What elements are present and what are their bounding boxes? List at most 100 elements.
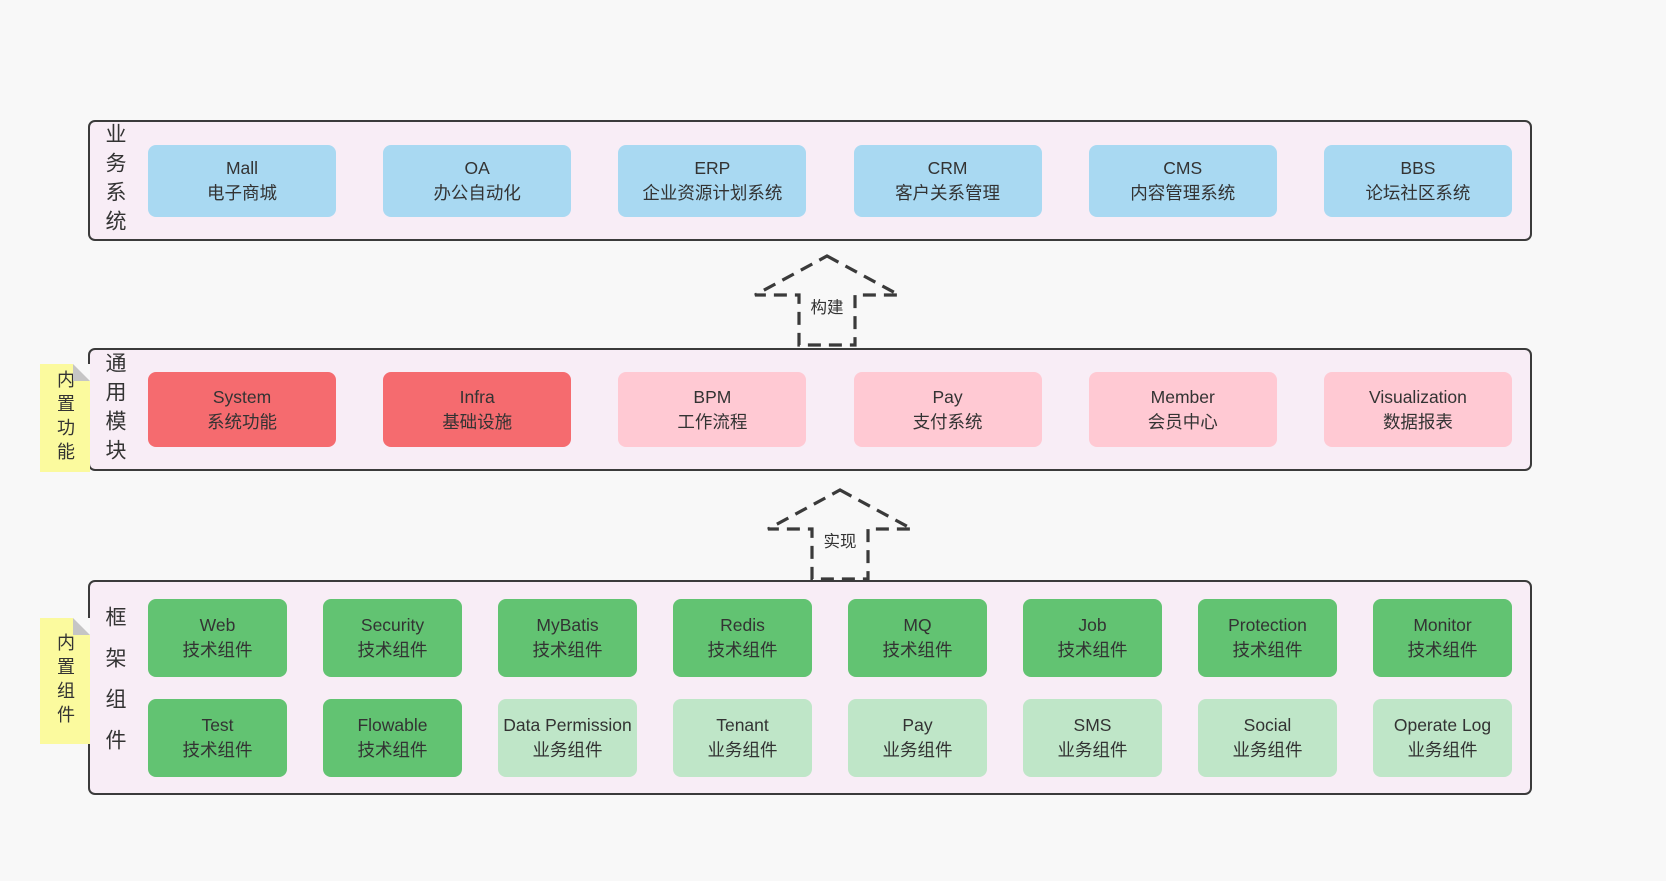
box-desc: 支付系统	[912, 411, 983, 432]
component-row-1: Web 技术组件 Security 技术组件 MyBatis 技术组件 Redi…	[148, 598, 1512, 677]
module-boxes: System 系统功能 Infra 基础设施 BPM 工作流程 Pay 支付系统…	[138, 372, 1530, 447]
box-name: Flowable	[357, 714, 428, 735]
box-oa: OA 办公自动化	[383, 144, 572, 217]
box-desc: 技术组件	[1407, 639, 1478, 660]
box-redis: Redis 技术组件	[673, 598, 812, 677]
box-name: Protection	[1228, 614, 1307, 635]
box-cms: CMS 内容管理系统	[1088, 144, 1277, 217]
box-bpm: BPM 工作流程	[618, 372, 807, 447]
band-components-label: 框架组件	[103, 605, 126, 770]
sticky-built-in-components: 内置组件	[40, 618, 90, 744]
box-flowable: Flowable 技术组件	[323, 698, 462, 777]
box-monitor: Monitor 技术组件	[1373, 598, 1512, 677]
box-desc: 技术组件	[1232, 639, 1303, 660]
box-desc: 内容管理系统	[1130, 182, 1236, 203]
sticky-built-in-features-label: 内置功能	[55, 370, 75, 466]
box-desc: 技术组件	[357, 739, 428, 760]
box-desc: 业务组件	[1057, 739, 1128, 760]
box-infra: Infra 基础设施	[383, 372, 572, 447]
arrow-implement-label: 实现	[820, 527, 860, 553]
arrow-implement: 实现	[765, 487, 915, 582]
box-desc: 电子商城	[207, 182, 277, 203]
box-name: Operate Log	[1393, 714, 1492, 735]
box-name: Web	[199, 614, 236, 635]
up-block-arrow-icon	[767, 488, 913, 581]
box-tenant: Tenant 业务组件	[673, 698, 812, 777]
box-desc: 企业资源计划系统	[642, 182, 783, 203]
box-name: Member	[1150, 386, 1215, 407]
box-desc: 业务组件	[707, 739, 778, 760]
arrow-build-label: 构建	[807, 293, 847, 319]
box-desc: 工作流程	[677, 411, 748, 432]
box-name: OA	[464, 157, 490, 178]
box-name: Visualization	[1368, 386, 1467, 407]
box-desc: 技术组件	[182, 739, 253, 760]
box-name: Social	[1243, 714, 1292, 735]
box-erp: ERP 企业资源计划系统	[618, 144, 807, 217]
box-security: Security 技术组件	[323, 598, 462, 677]
box-sms: SMS 业务组件	[1023, 698, 1162, 777]
box-name: Mall	[225, 157, 259, 178]
box-desc: 业务组件	[1232, 739, 1303, 760]
band-business-label: 业务系统	[103, 122, 126, 239]
box-name: Data Permission	[503, 714, 632, 735]
box-desc: 会员中心	[1147, 411, 1218, 432]
box-desc: 业务组件	[532, 739, 603, 760]
box-name: Infra	[459, 386, 495, 407]
box-desc: 业务组件	[1407, 739, 1478, 760]
box-pay-component: Pay 业务组件	[848, 698, 987, 777]
box-name: System	[212, 386, 272, 407]
box-desc: 技术组件	[1057, 639, 1128, 660]
sticky-built-in-components-label: 内置组件	[55, 633, 75, 729]
box-data-permission: Data Permission 业务组件	[498, 698, 637, 777]
box-pay-module: Pay 支付系统	[853, 372, 1042, 447]
box-mybatis: MyBatis 技术组件	[498, 598, 637, 677]
box-test: Test 技术组件	[148, 698, 287, 777]
box-desc: 系统功能	[207, 411, 277, 432]
box-visualization: Visualization 数据报表	[1323, 372, 1512, 447]
box-name: BBS	[1400, 157, 1436, 178]
box-social: Social 业务组件	[1198, 698, 1337, 777]
box-name: MyBatis	[536, 614, 599, 635]
box-desc: 技术组件	[357, 639, 428, 660]
band-business-systems: 业务系统 Mall 电子商城 OA 办公自动化 ERP 企业资源计划系统 CRM…	[88, 120, 1532, 241]
up-block-arrow-icon	[754, 254, 900, 347]
component-rows: Web 技术组件 Security 技术组件 MyBatis 技术组件 Redi…	[138, 598, 1530, 777]
box-name: Job	[1078, 614, 1107, 635]
box-name: Monitor	[1413, 614, 1472, 635]
box-name: BPM	[693, 386, 732, 407]
box-name: Tenant	[716, 714, 769, 735]
box-desc: 技术组件	[882, 639, 953, 660]
box-name: Test	[201, 714, 234, 735]
box-name: CRM	[927, 157, 968, 178]
box-desc: 技术组件	[532, 639, 603, 660]
band-modules-label: 通用模块	[103, 351, 126, 468]
box-name: Pay	[932, 386, 963, 407]
box-desc: 技术组件	[707, 639, 778, 660]
box-web: Web 技术组件	[148, 598, 287, 677]
box-desc: 技术组件	[182, 639, 253, 660]
box-operate-log: Operate Log 业务组件	[1373, 698, 1512, 777]
box-name: Redis	[720, 614, 765, 635]
box-job: Job 技术组件	[1023, 598, 1162, 677]
box-system: System 系统功能	[148, 372, 336, 447]
box-protection: Protection 技术组件	[1198, 598, 1337, 677]
box-bbs: BBS 论坛社区系统	[1323, 144, 1512, 217]
arrow-build: 构建	[752, 253, 902, 348]
box-desc: 数据报表	[1382, 411, 1453, 432]
box-name: MQ	[903, 614, 932, 635]
box-name: ERP	[694, 157, 731, 178]
box-mall: Mall 电子商城	[148, 144, 336, 217]
box-name: CMS	[1163, 157, 1203, 178]
box-desc: 客户关系管理	[895, 182, 1001, 203]
band-framework-components: 框架组件 Web 技术组件 Security 技术组件 MyBatis 技术组件…	[88, 580, 1532, 795]
box-name: Security	[360, 614, 425, 635]
band-common-modules: 通用模块 System 系统功能 Infra 基础设施 BPM 工作流程 Pay…	[88, 348, 1532, 471]
box-desc: 基础设施	[442, 411, 513, 432]
box-crm: CRM 客户关系管理	[853, 144, 1042, 217]
business-boxes: Mall 电子商城 OA 办公自动化 ERP 企业资源计划系统 CRM 客户关系…	[138, 144, 1530, 217]
box-desc: 论坛社区系统	[1365, 182, 1471, 203]
box-mq: MQ 技术组件	[848, 598, 987, 677]
box-name: Pay	[902, 714, 933, 735]
